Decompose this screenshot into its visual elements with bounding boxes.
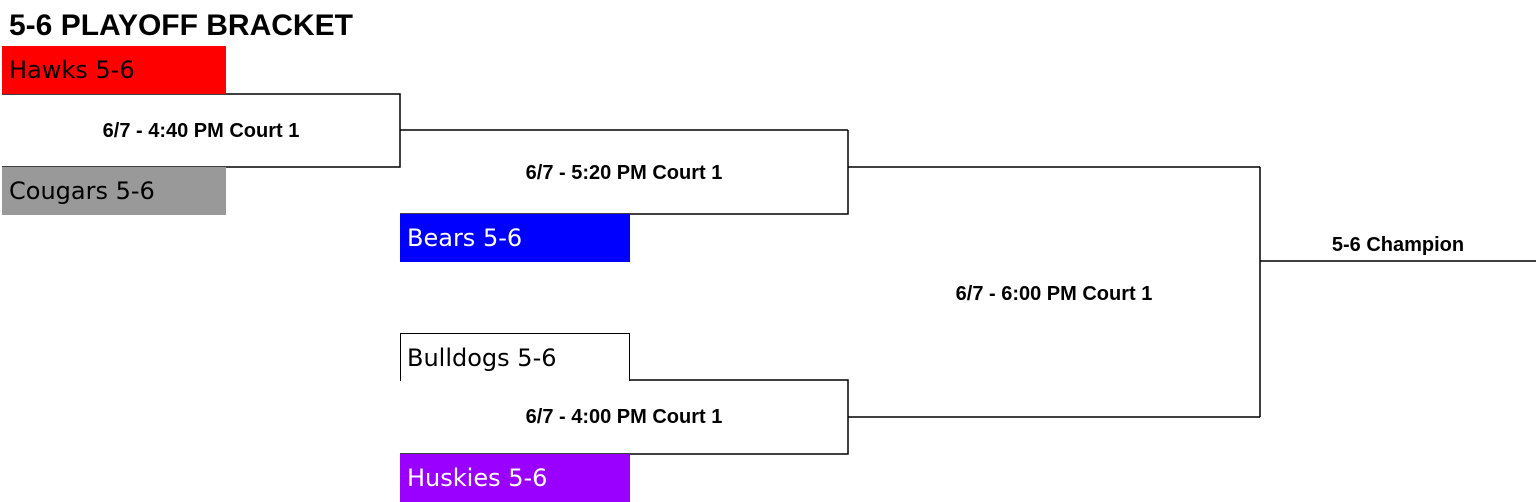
champion-label: 5-6 Champion	[1331, 234, 1465, 256]
team-bears: Bears 5-6	[400, 214, 630, 262]
game-4-time: 6/7 - 6:00 PM Court 1	[955, 283, 1153, 305]
team-bears-label: Bears 5-6	[407, 224, 523, 252]
team-cougars: Cougars 5-6	[2, 167, 226, 215]
team-huskies-label: Huskies 5-6	[407, 464, 548, 492]
team-bulldogs: Bulldogs 5-6	[400, 333, 630, 381]
team-cougars-label: Cougars 5-6	[9, 177, 155, 205]
game-2-time: 6/7 - 5:20 PM Court 1	[525, 162, 723, 184]
bracket-title: 5-6 PLAYOFF BRACKET	[9, 9, 353, 42]
team-huskies: Huskies 5-6	[400, 454, 630, 502]
team-bulldogs-label: Bulldogs 5-6	[407, 344, 557, 372]
game-3-time: 6/7 - 4:00 PM Court 1	[525, 406, 723, 428]
team-hawks-label: Hawks 5-6	[9, 56, 135, 84]
team-hawks: Hawks 5-6	[2, 46, 226, 94]
game-1-time: 6/7 - 4:40 PM Court 1	[102, 120, 300, 142]
